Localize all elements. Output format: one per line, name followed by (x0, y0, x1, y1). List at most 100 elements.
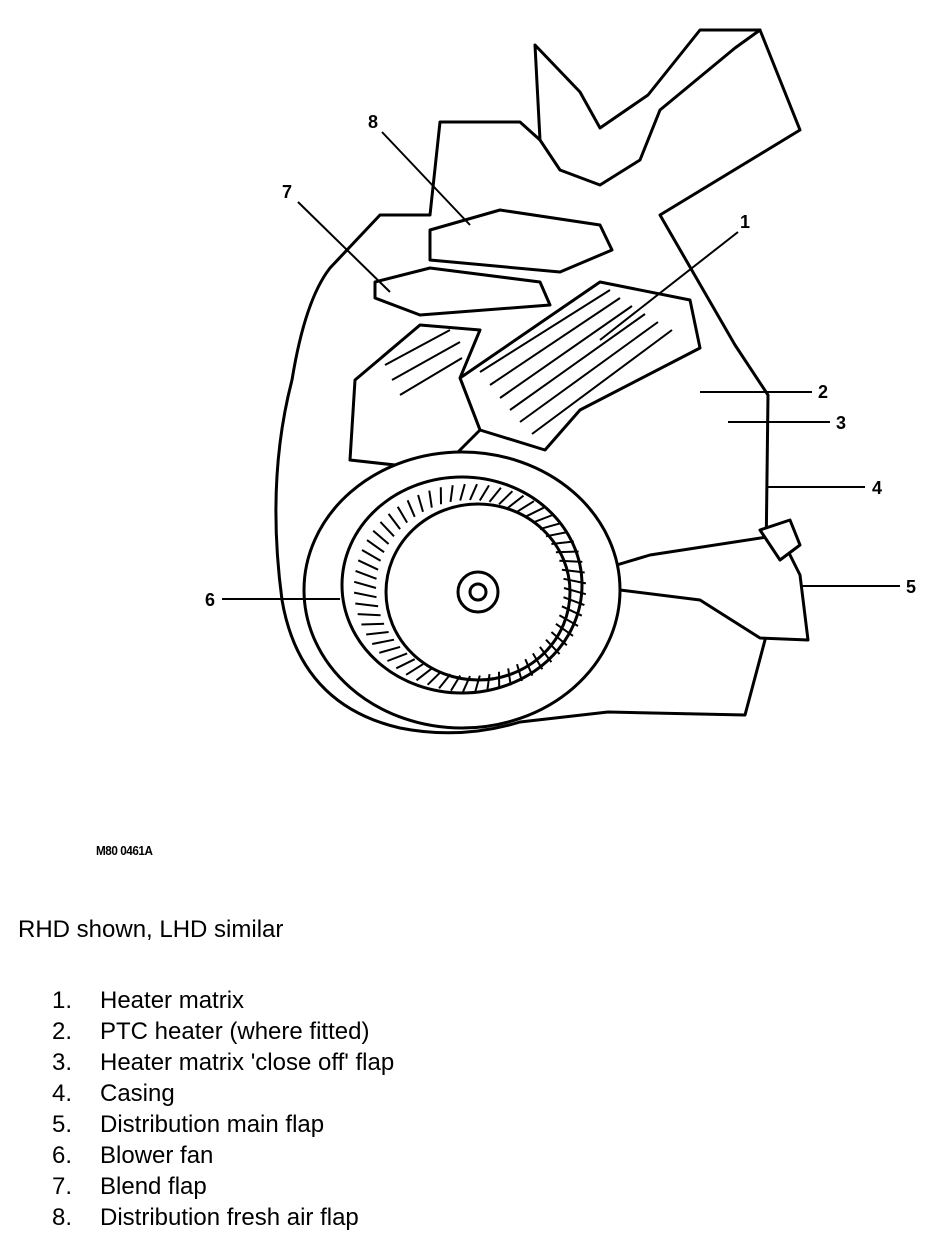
fan-blade (474, 675, 481, 693)
fan-blade (355, 569, 377, 580)
fan-blade (379, 521, 395, 537)
heater-matrix-block (458, 280, 702, 452)
fan-blade (559, 559, 583, 563)
fan-blade (366, 539, 385, 554)
fan-blade (545, 639, 561, 655)
callout-6: 6 (205, 590, 215, 610)
leader-line-1 (599, 231, 739, 341)
fan-blade (498, 490, 514, 506)
fan-blade (550, 631, 568, 647)
legend-number: 2. (52, 1018, 73, 1045)
blend-flap-plate (373, 266, 552, 317)
fan-blade (396, 506, 408, 524)
legend-label: Distribution main flap (100, 1111, 325, 1138)
legend-label: Casing (100, 1080, 175, 1107)
matrix-left-section (348, 323, 482, 472)
legend-label: Blend flap (100, 1173, 207, 1200)
fan-blade (462, 675, 471, 693)
fan-blade (524, 658, 534, 677)
legend-item: 3. Heater matrix 'close off' flap (52, 1047, 394, 1078)
fan-blade (387, 513, 401, 530)
fan-blade (469, 483, 478, 501)
fan-blade (539, 646, 553, 663)
fan-blade (507, 494, 525, 509)
callout-3: 3 (836, 413, 846, 433)
fan-blade (415, 667, 433, 682)
callout-4: 4 (872, 478, 882, 498)
legend-item: 1.Heater matrix (52, 985, 394, 1016)
figure-reference-code: M80 0461A (96, 843, 153, 858)
heater-matrix-fins (384, 289, 673, 435)
fan-blade (372, 529, 390, 545)
distribution-arm (598, 533, 810, 642)
fan-blade (561, 605, 583, 617)
fan-blade (563, 587, 587, 596)
fan-blade (563, 596, 585, 607)
fresh-air-flap-plate (428, 208, 614, 274)
fan-blade (361, 622, 385, 626)
fan-blade (355, 602, 379, 608)
legend-number: 8. (52, 1204, 73, 1231)
callout-2: 2 (818, 382, 828, 402)
fan-blade (516, 500, 535, 513)
blower-fan-blades (353, 483, 587, 693)
fan-blade (486, 673, 491, 691)
fan-blade (558, 614, 579, 627)
component-legend: 1.Heater matrix 2. PTC heater (where fitt… (52, 985, 394, 1233)
fan-blade (459, 483, 466, 501)
legend-item: 4. Casing (52, 1078, 394, 1109)
callout-7: 7 (282, 182, 292, 202)
fan-blade (428, 490, 433, 508)
fan-blade (563, 577, 587, 585)
fan-blade (353, 591, 377, 599)
fan-blade (532, 652, 544, 670)
fan-blade (551, 540, 574, 545)
fan-blade (357, 613, 381, 617)
legend-number: 1. (52, 987, 73, 1014)
fan-blade (406, 499, 416, 518)
fan-blade (379, 645, 401, 654)
legend-label: Blower fan (100, 1142, 214, 1169)
legend-label: Distribution fresh air flap (100, 1204, 359, 1231)
legend-item: 5. Distribution main flap (52, 1109, 394, 1140)
heater-unit-diagram: 1 2 3 4 5 6 7 8 (205, 28, 916, 735)
fan-blade (516, 663, 523, 682)
fan-blade (545, 531, 568, 538)
fan-blade (405, 663, 424, 676)
fan-blade (488, 487, 502, 503)
fan-blade (532, 514, 553, 524)
fan-blade (357, 559, 379, 571)
upper-duct (533, 28, 762, 187)
fan-blade (426, 670, 442, 686)
fan-blade (395, 658, 416, 670)
fan-blade (449, 485, 454, 503)
fan-blade (555, 550, 579, 554)
legend-item: 7. Blend flap (52, 1171, 394, 1202)
fan-blade (361, 549, 382, 562)
callout-5: 5 (906, 577, 916, 597)
callout-1: 1 (740, 212, 750, 232)
fan-blade (438, 673, 452, 689)
fan-blade (366, 631, 389, 636)
legend-item: 6.Blower fan (52, 1140, 394, 1171)
blower-hub-centre (468, 582, 488, 602)
legend-number: 7. (52, 1173, 73, 1200)
distribution-lever (758, 518, 802, 562)
fan-blade (561, 568, 585, 574)
callout-8: 8 (368, 112, 378, 132)
leader-line-8 (381, 131, 471, 226)
legend-number: 5. (52, 1111, 73, 1138)
legend-item: 2. PTC heater (where fitted) (52, 1016, 394, 1047)
legend-number: 4. (52, 1080, 73, 1107)
legend-number: 3. (52, 1049, 73, 1076)
leader-line-7 (297, 201, 391, 293)
fan-blade (450, 674, 462, 692)
fan-blade (539, 522, 561, 531)
fan-blade (387, 652, 408, 662)
legend-label: Heater matrix 'close off' flap (100, 1049, 395, 1076)
legend-label: PTC heater (where fitted) (100, 1018, 370, 1045)
fan-blade (372, 638, 395, 645)
figure-caption: RHD shown, LHD similar (18, 916, 284, 943)
fan-blade (353, 580, 377, 589)
fan-blade (417, 494, 424, 513)
